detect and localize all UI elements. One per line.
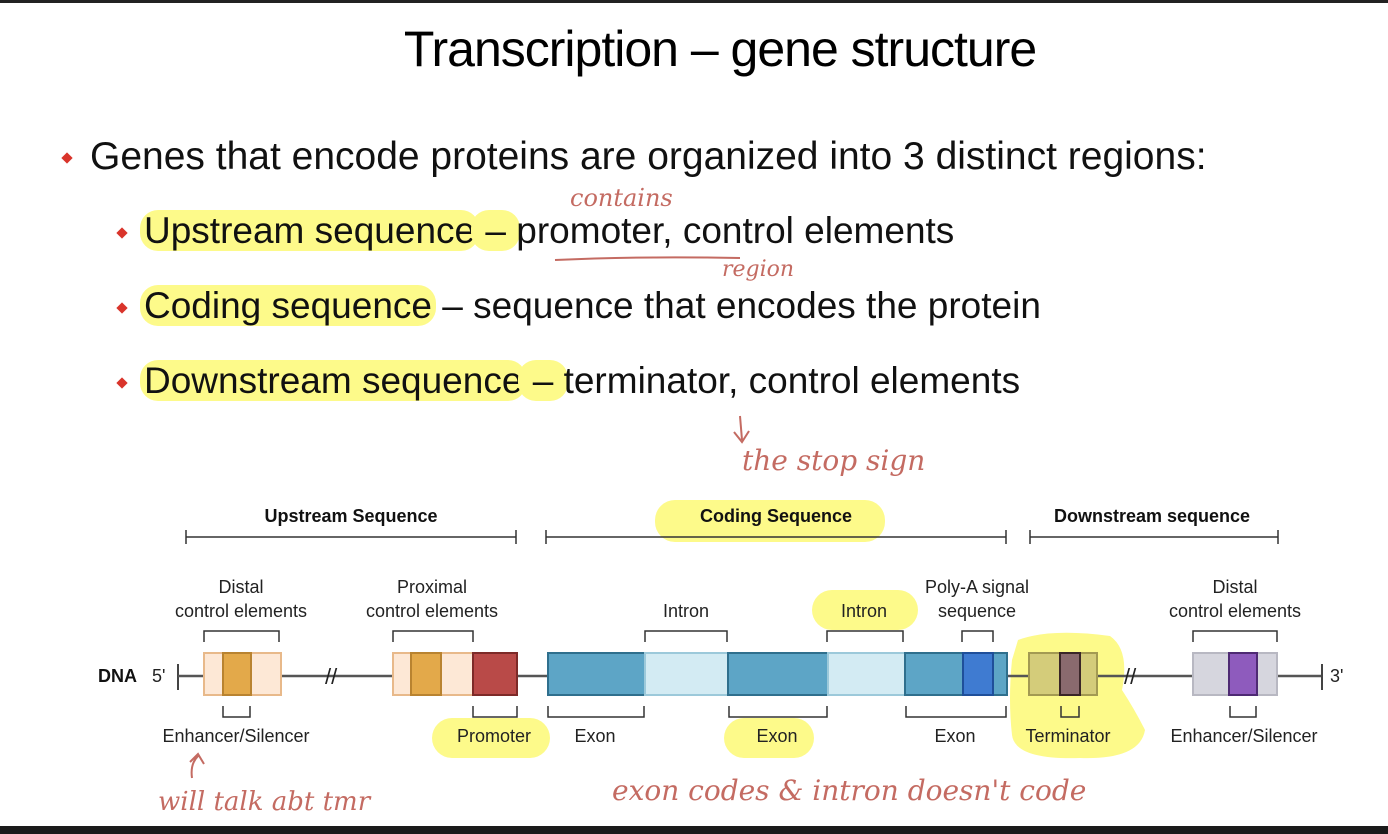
polya-label-1: Poly-A signal bbox=[925, 577, 1029, 597]
highlight-promoter bbox=[432, 718, 550, 758]
exon-label-3: Exon bbox=[934, 726, 975, 746]
handwritten-region: region bbox=[722, 257, 794, 282]
handwritten-talk-later: will talk abt tmr bbox=[158, 787, 372, 817]
three-prime-label: 3' bbox=[1330, 666, 1343, 686]
handwritten-arrow-talk bbox=[189, 752, 205, 779]
coding-sep: – bbox=[432, 285, 474, 326]
coding-region-label: Coding Sequence bbox=[700, 506, 852, 526]
highlight-exon bbox=[724, 718, 814, 758]
exon-label-1: Exon bbox=[574, 726, 615, 746]
break-symbol-left: // bbox=[325, 664, 338, 689]
break-symbol-right: // bbox=[1124, 664, 1137, 689]
handwritten-arrow-stop bbox=[733, 415, 750, 444]
upstream-sep: – bbox=[471, 210, 521, 251]
highlight-intron bbox=[812, 590, 918, 630]
sub-bullet-upstream: Upstream sequence – promoter, control el… bbox=[140, 210, 955, 252]
upstream-desc: promoter, control elements bbox=[516, 210, 955, 251]
intron-label-2: Intron bbox=[841, 601, 887, 621]
handwritten-underline bbox=[554, 256, 741, 261]
enhancer-block-left bbox=[222, 652, 252, 696]
proximal-block bbox=[410, 652, 442, 696]
promoter-label: Promoter bbox=[457, 726, 531, 746]
five-prime-label: 5' bbox=[152, 666, 165, 686]
terminator-block bbox=[1059, 652, 1081, 696]
terminator-label: Terminator bbox=[1025, 726, 1110, 746]
bottom-border bbox=[0, 826, 1388, 834]
distal-left-label-2: control elements bbox=[175, 601, 307, 621]
downstream-desc: terminator, control elements bbox=[563, 360, 1021, 401]
intron-label-1: Intron bbox=[663, 601, 709, 621]
distal-left-label-1: Distal bbox=[218, 577, 263, 597]
upstream-region-label: Upstream Sequence bbox=[264, 506, 437, 526]
enhancer-silencer-left-label: Enhancer/Silencer bbox=[162, 726, 309, 746]
coding-desc: sequence that encodes the protein bbox=[473, 285, 1041, 326]
exon-block-1 bbox=[547, 652, 646, 696]
proximal-label-1: Proximal bbox=[397, 577, 467, 597]
promoter-block bbox=[472, 652, 518, 696]
sub-bullet-downstream: Downstream sequence – terminator, contro… bbox=[140, 360, 1021, 402]
distal-right-label-2: control elements bbox=[1169, 601, 1301, 621]
enhancer-block-right bbox=[1228, 652, 1258, 696]
polya-signal-block bbox=[962, 652, 994, 696]
main-bullet-text: Genes that encode proteins are organized… bbox=[90, 135, 1207, 178]
proximal-label-2: control elements bbox=[366, 601, 498, 621]
intron-block-2 bbox=[827, 652, 906, 696]
downstream-term: Downstream sequence bbox=[140, 360, 527, 401]
top-border bbox=[0, 0, 1388, 3]
exon-block-2 bbox=[727, 652, 829, 696]
distal-right-label-1: Distal bbox=[1212, 577, 1257, 597]
sub-bullet-coding: Coding sequence – sequence that encodes … bbox=[140, 285, 1041, 327]
exon-label-2: Exon bbox=[756, 726, 797, 746]
highlight-coding bbox=[655, 500, 885, 542]
downstream-sep: – bbox=[518, 360, 568, 401]
enhancer-silencer-right-label: Enhancer/Silencer bbox=[1170, 726, 1317, 746]
handwritten-exon-note: exon codes & intron doesn't code bbox=[612, 774, 1086, 807]
handwritten-contains: contains bbox=[570, 184, 673, 212]
downstream-region-label: Downstream sequence bbox=[1054, 506, 1250, 526]
handwritten-stop-sign: the stop sign bbox=[742, 444, 925, 477]
polya-label-2: sequence bbox=[938, 601, 1016, 621]
upstream-term: Upstream sequence bbox=[140, 210, 480, 251]
coding-term: Coding sequence bbox=[140, 285, 436, 326]
slide-title: Transcription – gene structure bbox=[403, 21, 1037, 77]
dna-label: DNA bbox=[98, 666, 137, 686]
intron-block-1 bbox=[644, 652, 729, 696]
